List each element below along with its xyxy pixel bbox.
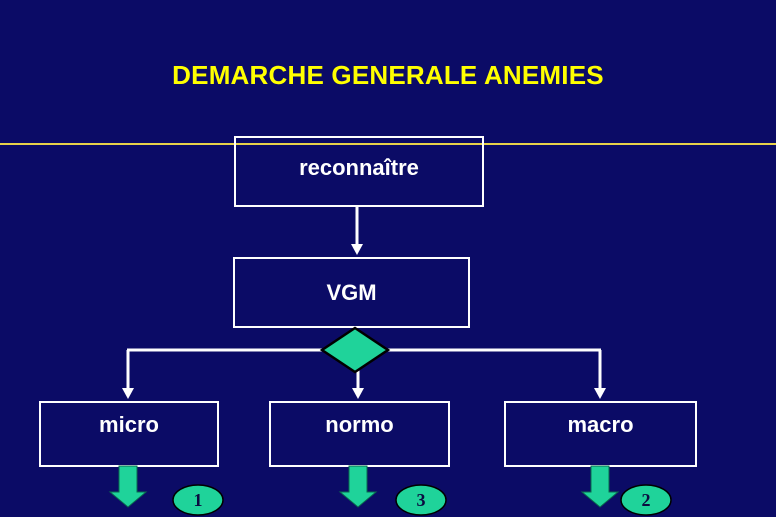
badge-normo-label: 3 [417, 490, 426, 510]
badge-macro-label: 2 [642, 490, 651, 510]
arrowhead-micro [122, 388, 134, 399]
node-normo-label: normo [325, 412, 394, 437]
slide-title: DEMARCHE GENERALE ANEMIES [172, 60, 604, 90]
down-arrow-macro [580, 465, 620, 508]
down-arrow-normo [338, 465, 378, 508]
decision-diamond [319, 326, 391, 374]
badge-micro: 1 [172, 484, 224, 516]
badge-macro: 2 [620, 484, 672, 516]
node-vgm-label: VGM [326, 280, 377, 305]
node-macro-label: macro [567, 412, 634, 437]
arrowhead-macro [594, 388, 606, 399]
node-micro-label: micro [99, 412, 159, 437]
badge-micro-label: 1 [194, 490, 203, 510]
arrowhead-normo [352, 388, 364, 399]
arrowhead-vgm [351, 244, 363, 255]
badge-normo: 3 [395, 484, 447, 516]
node-vgm: VGM [233, 257, 470, 328]
node-reconnaitre-label: reconnaître [299, 155, 419, 180]
title-divider [0, 143, 776, 145]
node-normo: normo [269, 401, 450, 467]
down-arrow-micro [108, 465, 148, 508]
node-reconnaitre: reconnaître [234, 136, 484, 207]
